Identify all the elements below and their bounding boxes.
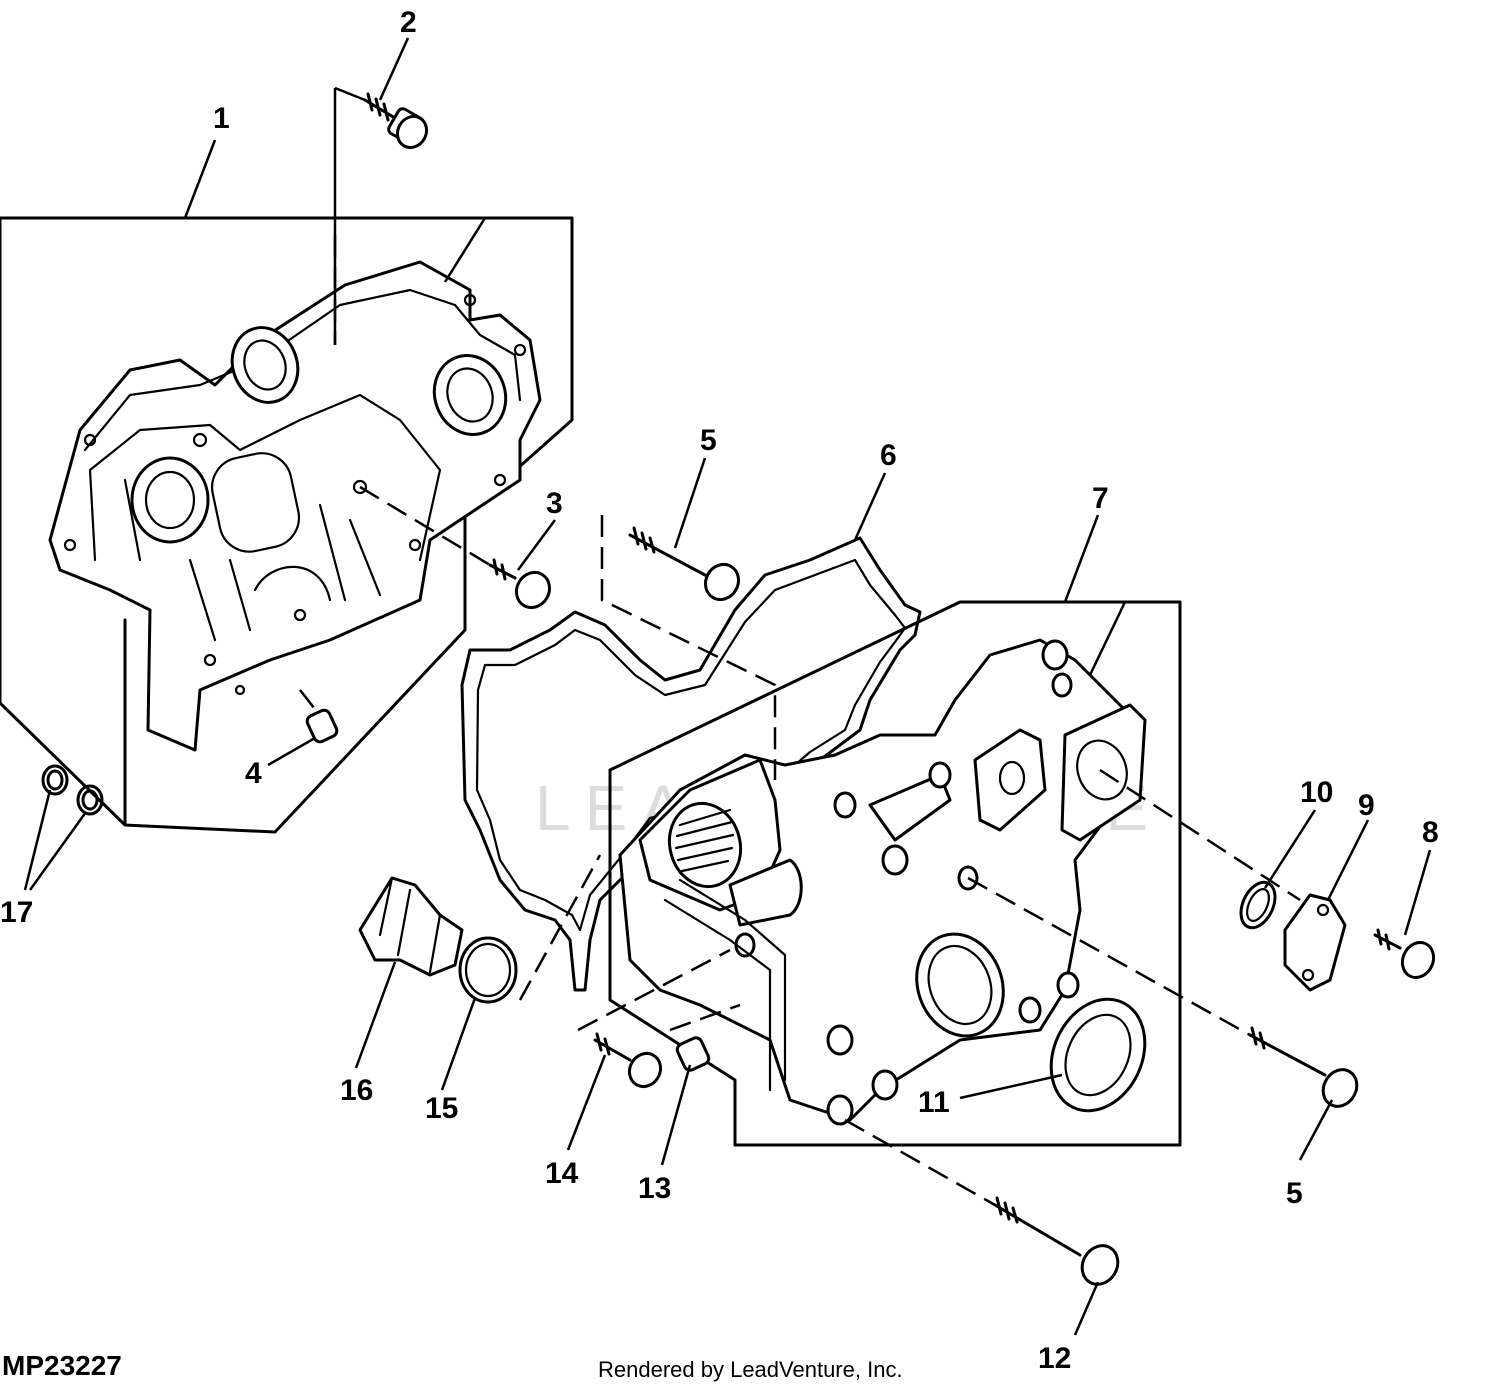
alignment-line-14 bbox=[577, 948, 731, 1032]
callout-15: 15 bbox=[425, 1092, 458, 1125]
callout-12: 12 bbox=[1038, 1342, 1071, 1375]
callout-10: 10 bbox=[1300, 776, 1333, 809]
gasket-part-6 bbox=[460, 536, 922, 992]
bolt-part-12 bbox=[844, 1118, 1120, 1286]
callout-5-lower: 5 bbox=[1286, 1177, 1303, 1210]
cover-plate-part-9 bbox=[1283, 893, 1347, 992]
gear-housing-assembly-box bbox=[0, 216, 574, 834]
o-rings-part-17 bbox=[41, 764, 104, 816]
alignment-line-15 bbox=[518, 854, 602, 1001]
o-ring-part-10 bbox=[1239, 880, 1277, 930]
callout-2: 2 bbox=[400, 6, 417, 39]
dowel-pin-part-4 bbox=[299, 689, 339, 744]
bolt-part-14 bbox=[593, 1032, 663, 1089]
callout-14: 14 bbox=[545, 1157, 579, 1190]
callout-1: 1 bbox=[213, 102, 230, 135]
callout-4: 4 bbox=[245, 757, 262, 790]
bolt-part-2 bbox=[333, 86, 429, 345]
figure-id: MP23227 bbox=[2, 1350, 122, 1381]
callout-5-upper: 5 bbox=[700, 424, 717, 457]
bolt-part-5-upper bbox=[600, 515, 777, 780]
callout-7: 7 bbox=[1092, 482, 1109, 515]
alignment-line-9-to-cover bbox=[1099, 768, 1301, 902]
callout-17: 17 bbox=[0, 896, 33, 929]
seal-part-11 bbox=[1049, 997, 1147, 1113]
callout-6: 6 bbox=[880, 439, 897, 472]
bolt-part-3 bbox=[359, 485, 552, 610]
callout-11: 11 bbox=[918, 1086, 950, 1119]
callout-13: 13 bbox=[638, 1172, 671, 1205]
callout-9: 9 bbox=[1358, 789, 1375, 822]
callout-3: 3 bbox=[546, 487, 563, 520]
bolt-part-8 bbox=[1373, 928, 1436, 980]
callout-8: 8 bbox=[1422, 816, 1439, 849]
callout-16: 16 bbox=[340, 1074, 373, 1107]
alignment-line-13 bbox=[669, 1003, 741, 1032]
gear-housing-part bbox=[48, 260, 542, 752]
cap-part-16 bbox=[358, 876, 464, 977]
o-ring-part-15 bbox=[458, 936, 518, 1004]
render-credit: Rendered by LeadVenture, Inc. bbox=[598, 1357, 903, 1382]
timing-cover-assembly-box bbox=[608, 600, 1182, 1147]
leader-lines bbox=[23, 37, 1432, 1336]
dowel-pin-part-13 bbox=[675, 1036, 711, 1072]
timing-cover-part bbox=[618, 638, 1147, 1126]
